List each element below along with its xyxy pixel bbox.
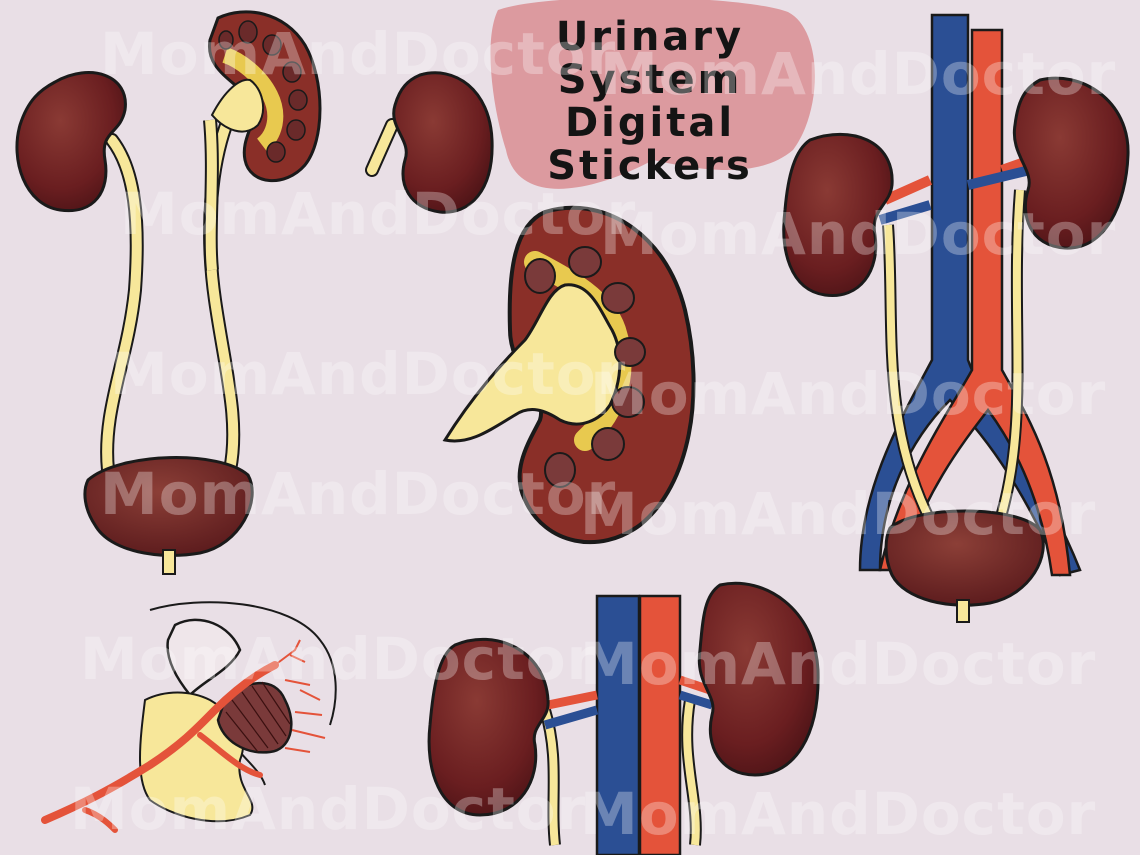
title-line-3: Digital [564, 100, 736, 146]
kidneys-with-vessels-and-bladder-sticker [782, 13, 1130, 623]
renal-pyramids [524, 246, 646, 488]
large-kidney-cross-section-sticker [442, 205, 696, 545]
urinary-tract-sticker [15, 71, 254, 575]
title: Urinary System Digital Stickers [500, 16, 800, 188]
single-kidney-sticker [365, 71, 494, 214]
bladder [83, 456, 254, 557]
nephron-glomerulus-sticker [41, 601, 337, 833]
title-line-1: Urinary [555, 14, 745, 60]
right-kidney [697, 581, 820, 777]
left-kidney [15, 71, 127, 213]
glomerulus [216, 681, 293, 754]
bladder [884, 509, 1045, 607]
vena-cava [595, 594, 641, 855]
urethra [956, 599, 970, 623]
bowman-capsule [166, 618, 242, 697]
urethra [162, 549, 176, 575]
right-kidney [1012, 76, 1130, 250]
kidney-cross-section-sticker [203, 10, 322, 271]
aorta [638, 594, 682, 855]
kidney [392, 71, 494, 214]
title-line-2: System [557, 57, 743, 103]
title-line-4: Stickers [547, 143, 753, 189]
title-blob [490, 0, 815, 189]
renal-artery [41, 661, 279, 824]
left-kidney [427, 637, 550, 817]
kidneys-with-aorta-and-vena-cava-sticker [427, 581, 820, 855]
left-kidney [782, 132, 894, 298]
